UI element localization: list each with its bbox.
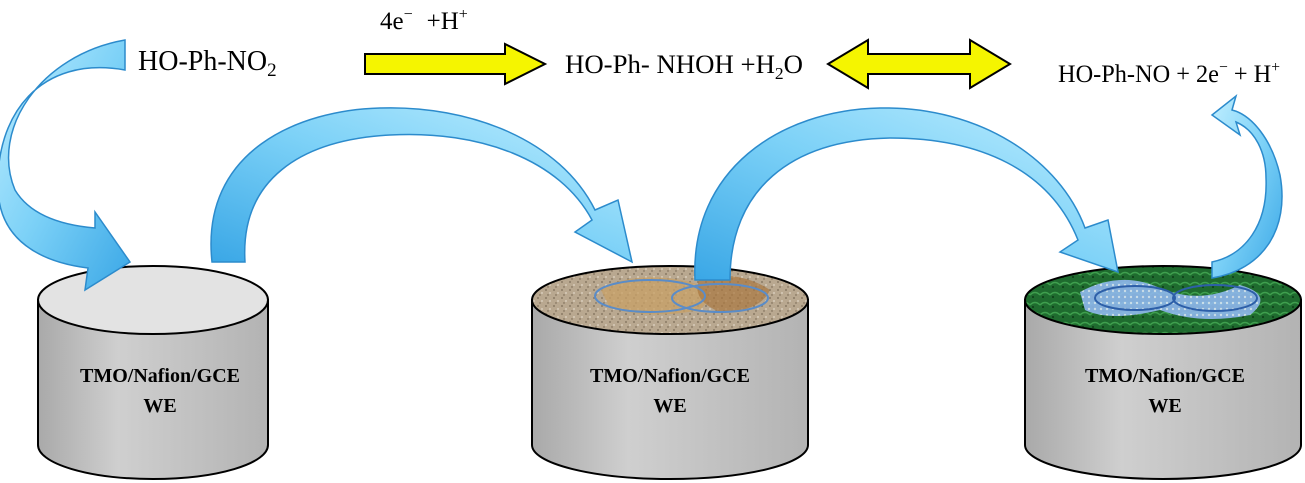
electrode-1: TMO/Nafion/GCE WE [37,265,269,480]
product-label: HO-Ph-NO + 2e− + H+ [1058,59,1280,88]
electrode-3-label: TMO/Nafion/GCE [1085,365,1245,387]
electrode-3-role: WE [1148,395,1181,417]
forward-arrow-icon [364,42,548,86]
electrode-1-label: TMO/Nafion/GCE [80,365,240,387]
electrode-3: TMO/Nafion/GCE WE [1024,265,1302,480]
curved-arrow-icon [1210,93,1283,279]
curved-arrow-icon [0,39,132,292]
curved-arrow-icon [210,107,634,264]
reactant-label: HO-Ph-NO2 [138,46,277,81]
electrode-1-surface [37,265,269,335]
electrode-1-role: WE [143,395,176,417]
electrode-2: TMO/Nafion/GCE WE [531,265,809,480]
curved-arrow-icon [694,107,1119,281]
electrode-2-role: WE [653,395,686,417]
double-arrow-icon [826,38,1012,90]
step1-label: 4e−+H+ [380,6,468,35]
electrode-2-label: TMO/Nafion/GCE [590,365,750,387]
